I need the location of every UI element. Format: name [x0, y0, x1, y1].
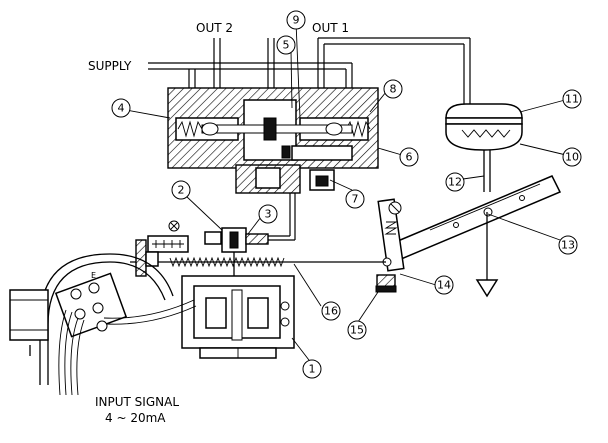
callout-7: 7: [352, 193, 359, 206]
callout-15: 15: [350, 324, 364, 337]
terminal-e-label: E: [91, 271, 96, 280]
callout-leaders: [125, 21, 567, 365]
terminal-housing: E: [9, 253, 197, 396]
callout-11: 11: [565, 93, 579, 106]
callout-6: 6: [406, 151, 413, 164]
input-range-label: 4 ~ 20mA: [105, 411, 166, 425]
torque-motor: [181, 275, 295, 359]
input-signal-label: INPUT SIGNAL: [95, 395, 179, 409]
callout-13: 13: [561, 239, 575, 252]
callout-numbers: 1 2 3 4 5 6 7 8 9 10 11 12 13 14 15 16: [111, 10, 582, 379]
supply-label: SUPPLY: [88, 59, 132, 73]
callout-12: 12: [448, 176, 462, 189]
zero-adjust-assembly: [135, 220, 269, 290]
callout-4: 4: [118, 102, 125, 115]
pneumatic-piping: [148, 37, 471, 241]
callout-8: 8: [390, 83, 397, 96]
out2-label: OUT 2: [196, 21, 233, 35]
callout-10: 10: [565, 151, 579, 164]
callout-3: 3: [265, 208, 272, 221]
callout-2: 2: [178, 184, 185, 197]
flapper-arm: [375, 198, 405, 293]
callout-1: 1: [309, 363, 316, 376]
callout-5: 5: [283, 39, 290, 52]
out1-label: OUT 1: [312, 21, 349, 35]
callout-14: 14: [437, 279, 451, 292]
callout-9: 9: [293, 14, 300, 27]
callout-16: 16: [324, 305, 338, 318]
pilot-relay: [167, 87, 379, 194]
actuator: [445, 103, 523, 192]
feedback-spring-rod: [130, 256, 386, 268]
